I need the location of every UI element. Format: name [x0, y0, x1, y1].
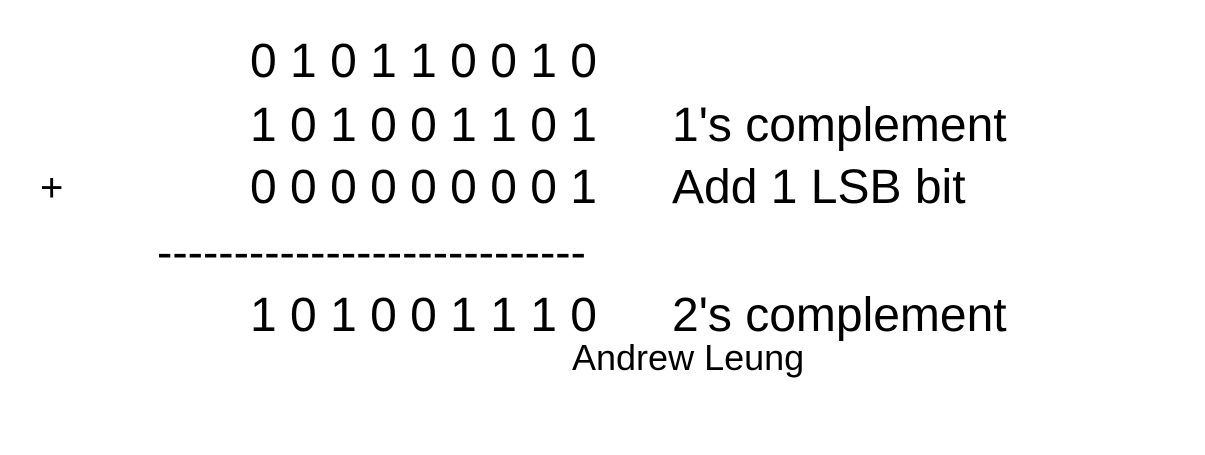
add-one-bits: 0 0 0 0 0 0 0 0 1 — [250, 161, 597, 214]
twos-complement-bits: 1 0 1 0 0 1 1 1 0 — [250, 289, 597, 342]
add-one-row: + 0 0 0 0 0 0 0 0 1 Add 1 LSB bit — [0, 158, 1205, 218]
author-credit: Andrew Leung — [572, 337, 805, 378]
ones-complement-bits: 1 0 1 0 0 1 1 0 1 — [250, 99, 597, 152]
plus-sign: + — [40, 166, 64, 210]
twos-complement-label: 2's complement — [672, 289, 1007, 342]
original-bits: 0 1 0 1 1 0 0 1 0 — [250, 35, 597, 88]
twos-complement-row: 1 0 1 0 0 1 1 1 0 2's complement — [0, 286, 1205, 346]
ones-complement-row: 1 0 1 0 0 1 1 0 1 1's complement — [0, 96, 1205, 156]
ones-complement-label: 1's complement — [672, 99, 1007, 152]
original-number-row: 0 1 0 1 1 0 0 1 0 — [0, 32, 1205, 92]
sum-divider-line: ---------------------------- — [157, 226, 586, 278]
add-one-label: Add 1 LSB bit — [672, 161, 966, 214]
